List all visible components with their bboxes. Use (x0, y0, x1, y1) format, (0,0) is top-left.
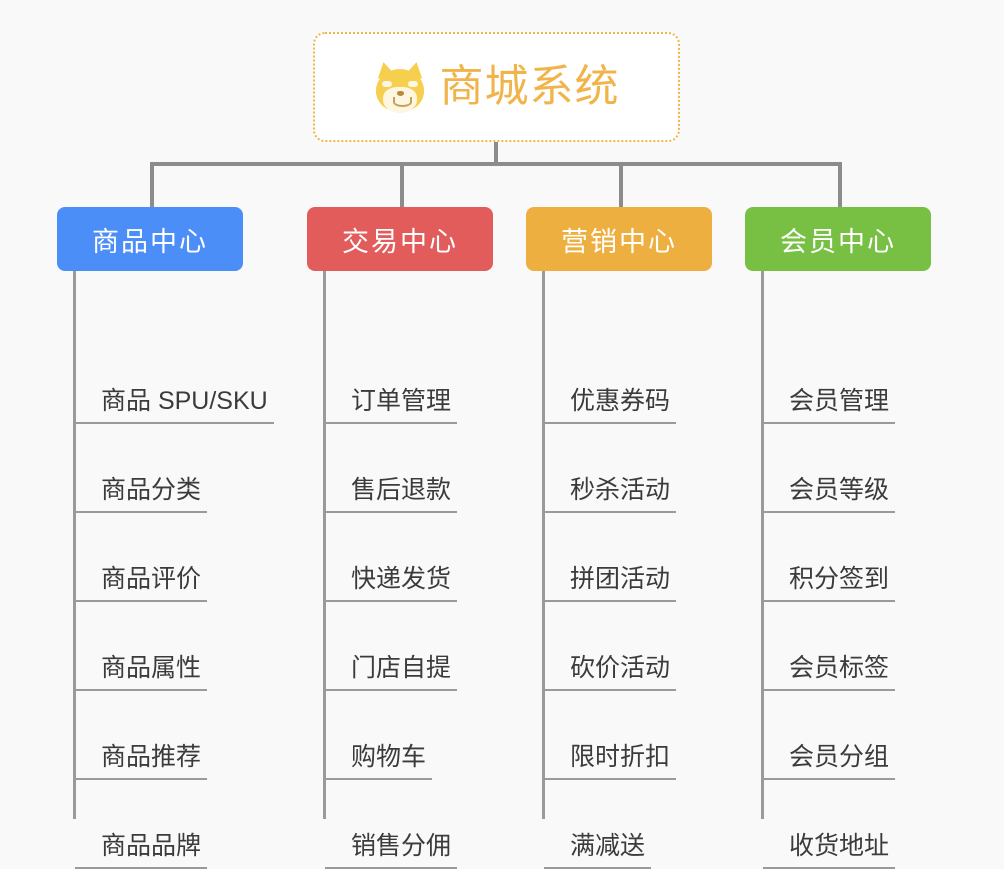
category-box-4[interactable]: 会员中心 (745, 207, 931, 271)
leaf-item-label: 销售分佣 (325, 833, 457, 869)
leaf-item[interactable]: 商品品牌 (75, 780, 207, 869)
root-node[interactable]: 商城系统 (313, 32, 680, 142)
leaf-item[interactable]: 会员等级 (763, 424, 895, 513)
category-label: 营销中心 (561, 220, 677, 259)
leaf-item[interactable]: 收货地址 (763, 780, 895, 869)
connector-branch-drop-3 (619, 162, 623, 207)
connector-branch-drop-4 (838, 162, 842, 207)
leaf-item-label: 会员分组 (763, 744, 895, 781)
leaf-item[interactable]: 会员标签 (763, 602, 895, 691)
leaf-item-label: 会员等级 (763, 477, 895, 514)
leaf-item[interactable]: 商品 SPU/SKU (75, 335, 274, 424)
leaf-item[interactable]: 商品分类 (75, 424, 207, 513)
category-box-1[interactable]: 商品中心 (57, 207, 243, 271)
category-label: 会员中心 (780, 220, 896, 259)
leaf-item[interactable]: 会员管理 (763, 335, 895, 424)
connector-branch-drop-1 (150, 162, 154, 207)
leaf-item-label: 商品评价 (75, 566, 207, 603)
leaf-item-label: 门店自提 (325, 655, 457, 692)
category-box-2[interactable]: 交易中心 (307, 207, 493, 271)
connector-trunk-horizontal (150, 162, 839, 166)
leaf-item[interactable]: 秒杀活动 (544, 424, 676, 513)
connector-branch-drop-2 (400, 162, 404, 207)
leaf-item-label: 秒杀活动 (544, 477, 676, 514)
leaf-item-label: 积分签到 (763, 566, 895, 603)
leaf-item-label: 快递发货 (325, 566, 457, 603)
leaf-item-label: 订单管理 (325, 388, 457, 425)
leaf-item-label: 售后退款 (325, 477, 457, 514)
leaf-item[interactable]: 快递发货 (325, 513, 457, 602)
leaf-item[interactable]: 商品推荐 (75, 691, 207, 780)
leaf-item[interactable]: 购物车 (325, 691, 432, 780)
leaf-item-label: 商品 SPU/SKU (75, 388, 274, 425)
leaf-item-label: 购物车 (325, 744, 432, 781)
leaf-item[interactable]: 订单管理 (325, 335, 457, 424)
leaf-item-label: 满减送 (544, 833, 651, 869)
leaf-item-label: 会员标签 (763, 655, 895, 692)
shiba-dog-icon (374, 61, 426, 113)
category-box-3[interactable]: 营销中心 (526, 207, 712, 271)
leaf-item-label: 限时折扣 (544, 744, 676, 781)
leaf-item-label: 商品属性 (75, 655, 207, 692)
branch-column-2: 交易中心订单管理售后退款快递发货门店自提购物车销售分佣 (307, 207, 527, 271)
leaf-item[interactable]: 满减送 (544, 780, 651, 869)
leaf-item-label: 收货地址 (763, 833, 895, 869)
leaf-item-label: 拼团活动 (544, 566, 676, 603)
branch-column-4: 会员中心会员管理会员等级积分签到会员标签会员分组收货地址 (745, 207, 965, 271)
leaf-item[interactable]: 商品属性 (75, 602, 207, 691)
root-title: 商城系统 (440, 65, 620, 109)
leaf-item-label: 商品推荐 (75, 744, 207, 781)
leaf-item[interactable]: 拼团活动 (544, 513, 676, 602)
leaf-item[interactable]: 限时折扣 (544, 691, 676, 780)
category-label: 商品中心 (92, 220, 208, 259)
leaf-item-label: 砍价活动 (544, 655, 676, 692)
leaf-item[interactable]: 销售分佣 (325, 780, 457, 869)
leaf-item[interactable]: 售后退款 (325, 424, 457, 513)
leaf-item[interactable]: 砍价活动 (544, 602, 676, 691)
leaf-item[interactable]: 门店自提 (325, 602, 457, 691)
leaf-item[interactable]: 优惠券码 (544, 335, 676, 424)
leaf-item[interactable]: 会员分组 (763, 691, 895, 780)
leaf-item[interactable]: 商品评价 (75, 513, 207, 602)
branch-column-3: 营销中心优惠券码秒杀活动拼团活动砍价活动限时折扣满减送 (526, 207, 746, 271)
leaf-item-label: 优惠券码 (544, 388, 676, 425)
leaf-item-label: 会员管理 (763, 388, 895, 425)
category-label: 交易中心 (342, 220, 458, 259)
leaf-item[interactable]: 积分签到 (763, 513, 895, 602)
leaf-item-label: 商品品牌 (75, 833, 207, 869)
leaf-item-label: 商品分类 (75, 477, 207, 514)
